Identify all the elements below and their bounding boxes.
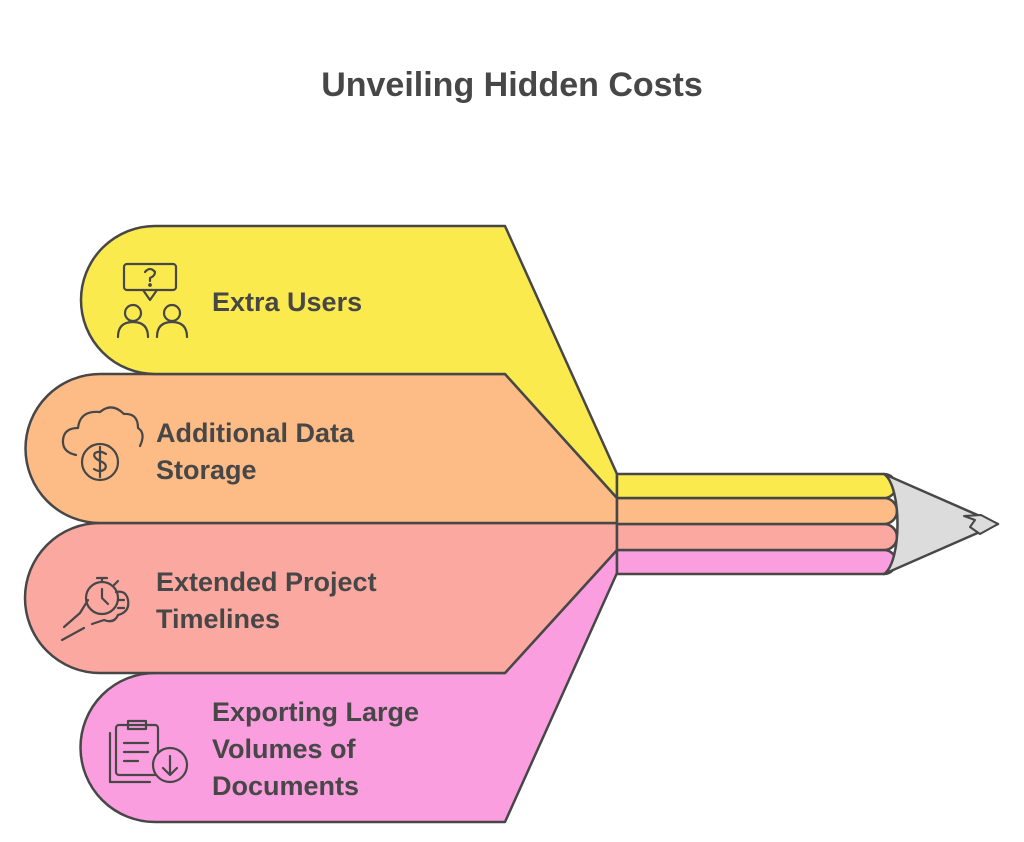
document-download-icon [108, 719, 189, 784]
pencil-stripe-orange [615, 496, 899, 526]
label-line: Exporting Large [212, 697, 420, 727]
label-line: Extended Project [156, 567, 377, 597]
label-extra-users: Extra Users [212, 284, 362, 321]
users-question-icon [116, 262, 189, 339]
pencil-stripe-yellow [615, 472, 898, 500]
label-additional-data-storage: Additional Data Storage [156, 415, 354, 489]
pencil-lead [963, 514, 999, 535]
pencil-stripe-salmon [615, 522, 899, 552]
label-exporting-large-volumes: Exporting Large Volumes of Documents [212, 694, 419, 805]
cloud-dollar-icon [61, 406, 144, 482]
band-pink [79, 548, 619, 824]
band-yellow [79, 224, 619, 500]
label-line: Volumes of [212, 734, 356, 764]
label-extended-project-timelines: Extended Project Timelines [156, 564, 377, 638]
band-orange [24, 372, 619, 525]
pencil-stripe-pink [615, 548, 898, 576]
label-line: Documents [212, 771, 360, 801]
label-line: Extra Users [212, 287, 363, 317]
pencil-tip [882, 472, 1000, 576]
hand-stopwatch-icon [60, 576, 130, 642]
band-salmon [23, 521, 619, 675]
label-line: Storage [156, 455, 257, 485]
label-line: Timelines [156, 604, 281, 634]
diagram-title: Unveiling Hidden Costs [321, 66, 703, 104]
label-line: Additional Data [156, 418, 355, 448]
